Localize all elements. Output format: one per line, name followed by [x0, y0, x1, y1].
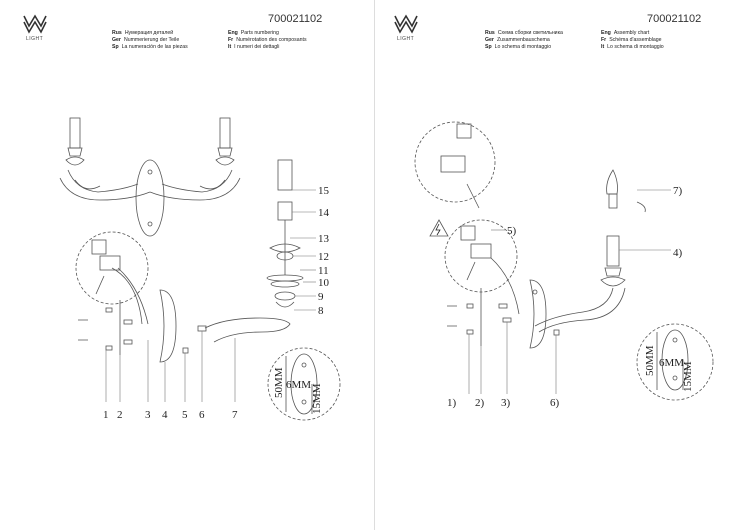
part-label-10: 10	[318, 277, 330, 289]
dim-6mm-right: 6MM	[659, 357, 684, 369]
product-code-right: 700021102	[647, 13, 702, 25]
part-label-9: 9	[318, 291, 324, 303]
part-label-1: 1	[103, 409, 109, 421]
page-divider	[374, 0, 375, 530]
parts-stack-drawing	[266, 159, 304, 308]
part-label-14: 14	[318, 207, 330, 219]
step-label-5: 5)	[507, 225, 517, 237]
parts-drawing: 1 2 3 4 5 6 7 15 14 13 12 11 10 9 8 50MM…	[59, 117, 341, 421]
brand-logo-icon	[23, 14, 47, 34]
part-label-13: 13	[318, 233, 330, 245]
step-label-4: 4)	[673, 247, 683, 259]
wall-plate-drawing-right	[529, 279, 547, 349]
arm-drawing	[204, 317, 291, 343]
dim-15mm: 15MM	[311, 383, 323, 414]
brand-logo-text: LIGHT	[26, 36, 44, 42]
wiring-detail-drawing	[75, 231, 149, 325]
product-code: 700021102	[268, 13, 323, 25]
step-label-2: 2)	[475, 397, 485, 409]
step-label-3: 3)	[501, 397, 511, 409]
step-label-7: 7)	[673, 185, 683, 197]
dim-6mm: 6MM	[286, 379, 311, 391]
dim-50mm-right: 50MM	[644, 345, 656, 376]
lamp-body-drawing	[59, 117, 241, 237]
part-label-6: 6	[199, 409, 205, 421]
step-label-6: 6)	[550, 397, 560, 409]
small-parts-drawing	[78, 300, 207, 355]
candle-bulb-drawing	[606, 169, 618, 195]
top-wiring-detail-drawing	[414, 121, 496, 209]
wall-plate-drawing	[159, 289, 177, 363]
brand-logo-icon-right	[394, 14, 418, 34]
small-parts-drawing-right	[447, 288, 560, 346]
part-label-12: 12	[318, 251, 329, 263]
dim-15mm-right: 15MM	[682, 361, 694, 392]
part-label-15: 15	[318, 185, 330, 197]
part-label-11: 11	[318, 265, 329, 277]
part-label-4: 4	[162, 409, 168, 421]
assembly-drawing: 1) 2) 3) 4) 5) 6) 7) 50MM 6MM 15MM	[414, 121, 714, 409]
dim-50mm: 50MM	[273, 367, 285, 398]
part-label-8: 8	[318, 305, 324, 317]
brand-logo-text-right: LIGHT	[397, 36, 415, 42]
mounting-detail-drawing-right	[636, 323, 714, 401]
mid-wiring-detail-drawing	[444, 219, 520, 315]
part-label-3: 3	[145, 409, 151, 421]
lamp-arm-drawing	[534, 235, 626, 333]
part-label-5: 5	[182, 409, 188, 421]
part-label-2: 2	[117, 409, 123, 421]
mounting-detail-drawing	[267, 347, 341, 421]
part-label-7: 7	[232, 409, 238, 421]
electric-warning-icon	[429, 219, 449, 237]
step-label-1: 1)	[447, 397, 457, 409]
